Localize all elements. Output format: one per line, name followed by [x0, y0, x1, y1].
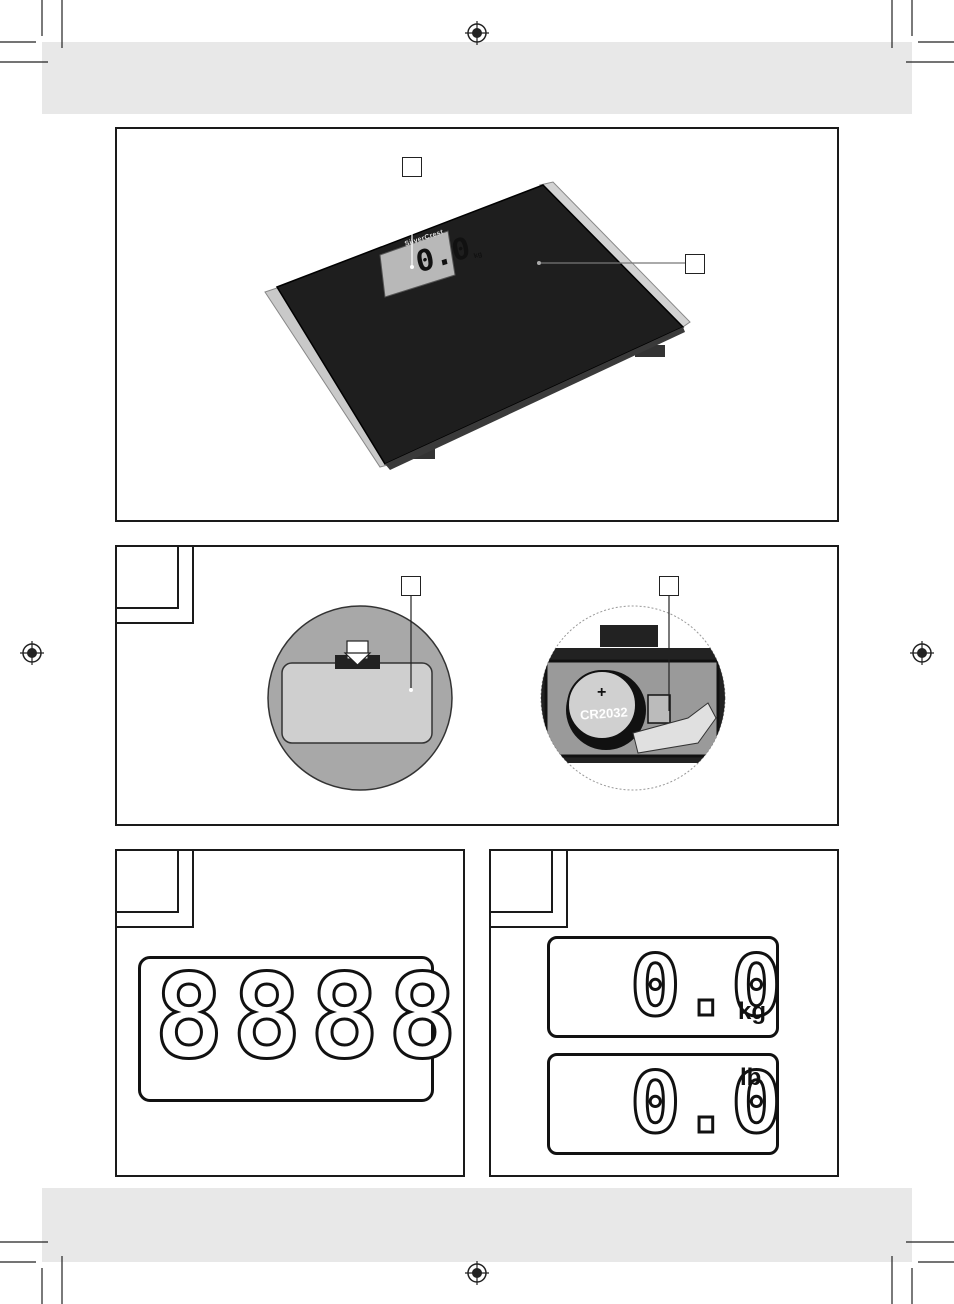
battery-cover-illustration	[267, 605, 453, 791]
callout-line-cover	[410, 596, 412, 688]
callout-box-display	[402, 157, 422, 177]
battery-panel-tab	[115, 545, 179, 609]
unit-display-lb-unit: lb	[740, 1064, 762, 1091]
display-test-text: 8888	[153, 950, 466, 1085]
top-band	[42, 42, 912, 114]
battery-panel	[115, 545, 839, 826]
unit-display-lb-value: 0.0	[629, 1054, 784, 1152]
battery-panel-notch	[115, 545, 194, 624]
callout-line-platform	[537, 261, 685, 265]
display-test-lcd	[138, 956, 434, 1102]
display-test-panel-tab	[115, 849, 179, 913]
callout-box-battery	[659, 576, 679, 596]
unit-display-kg-value: 0.0	[629, 937, 784, 1035]
registration-mark-right	[910, 641, 934, 665]
callout-line-battery	[668, 596, 670, 711]
bottom-band	[42, 1188, 912, 1262]
battery-compartment-illustration	[540, 605, 726, 791]
scale-illustration	[264, 181, 691, 470]
callout-box-platform	[685, 254, 705, 274]
registration-mark-bottom	[465, 1261, 489, 1285]
unit-display-lb	[547, 1053, 779, 1155]
callout-line-display	[410, 177, 414, 269]
display-test-panel-notch	[115, 849, 194, 928]
callout-box-cover	[401, 576, 421, 596]
unit-display-kg-unit: kg	[738, 998, 767, 1025]
unit-panel-tab	[489, 849, 553, 913]
registration-mark-top	[465, 21, 489, 45]
registration-mark-left	[20, 641, 44, 665]
unit-panel-notch	[489, 849, 568, 928]
unit-display-kg	[547, 936, 779, 1038]
battery-polarity-mark: +	[597, 684, 607, 701]
